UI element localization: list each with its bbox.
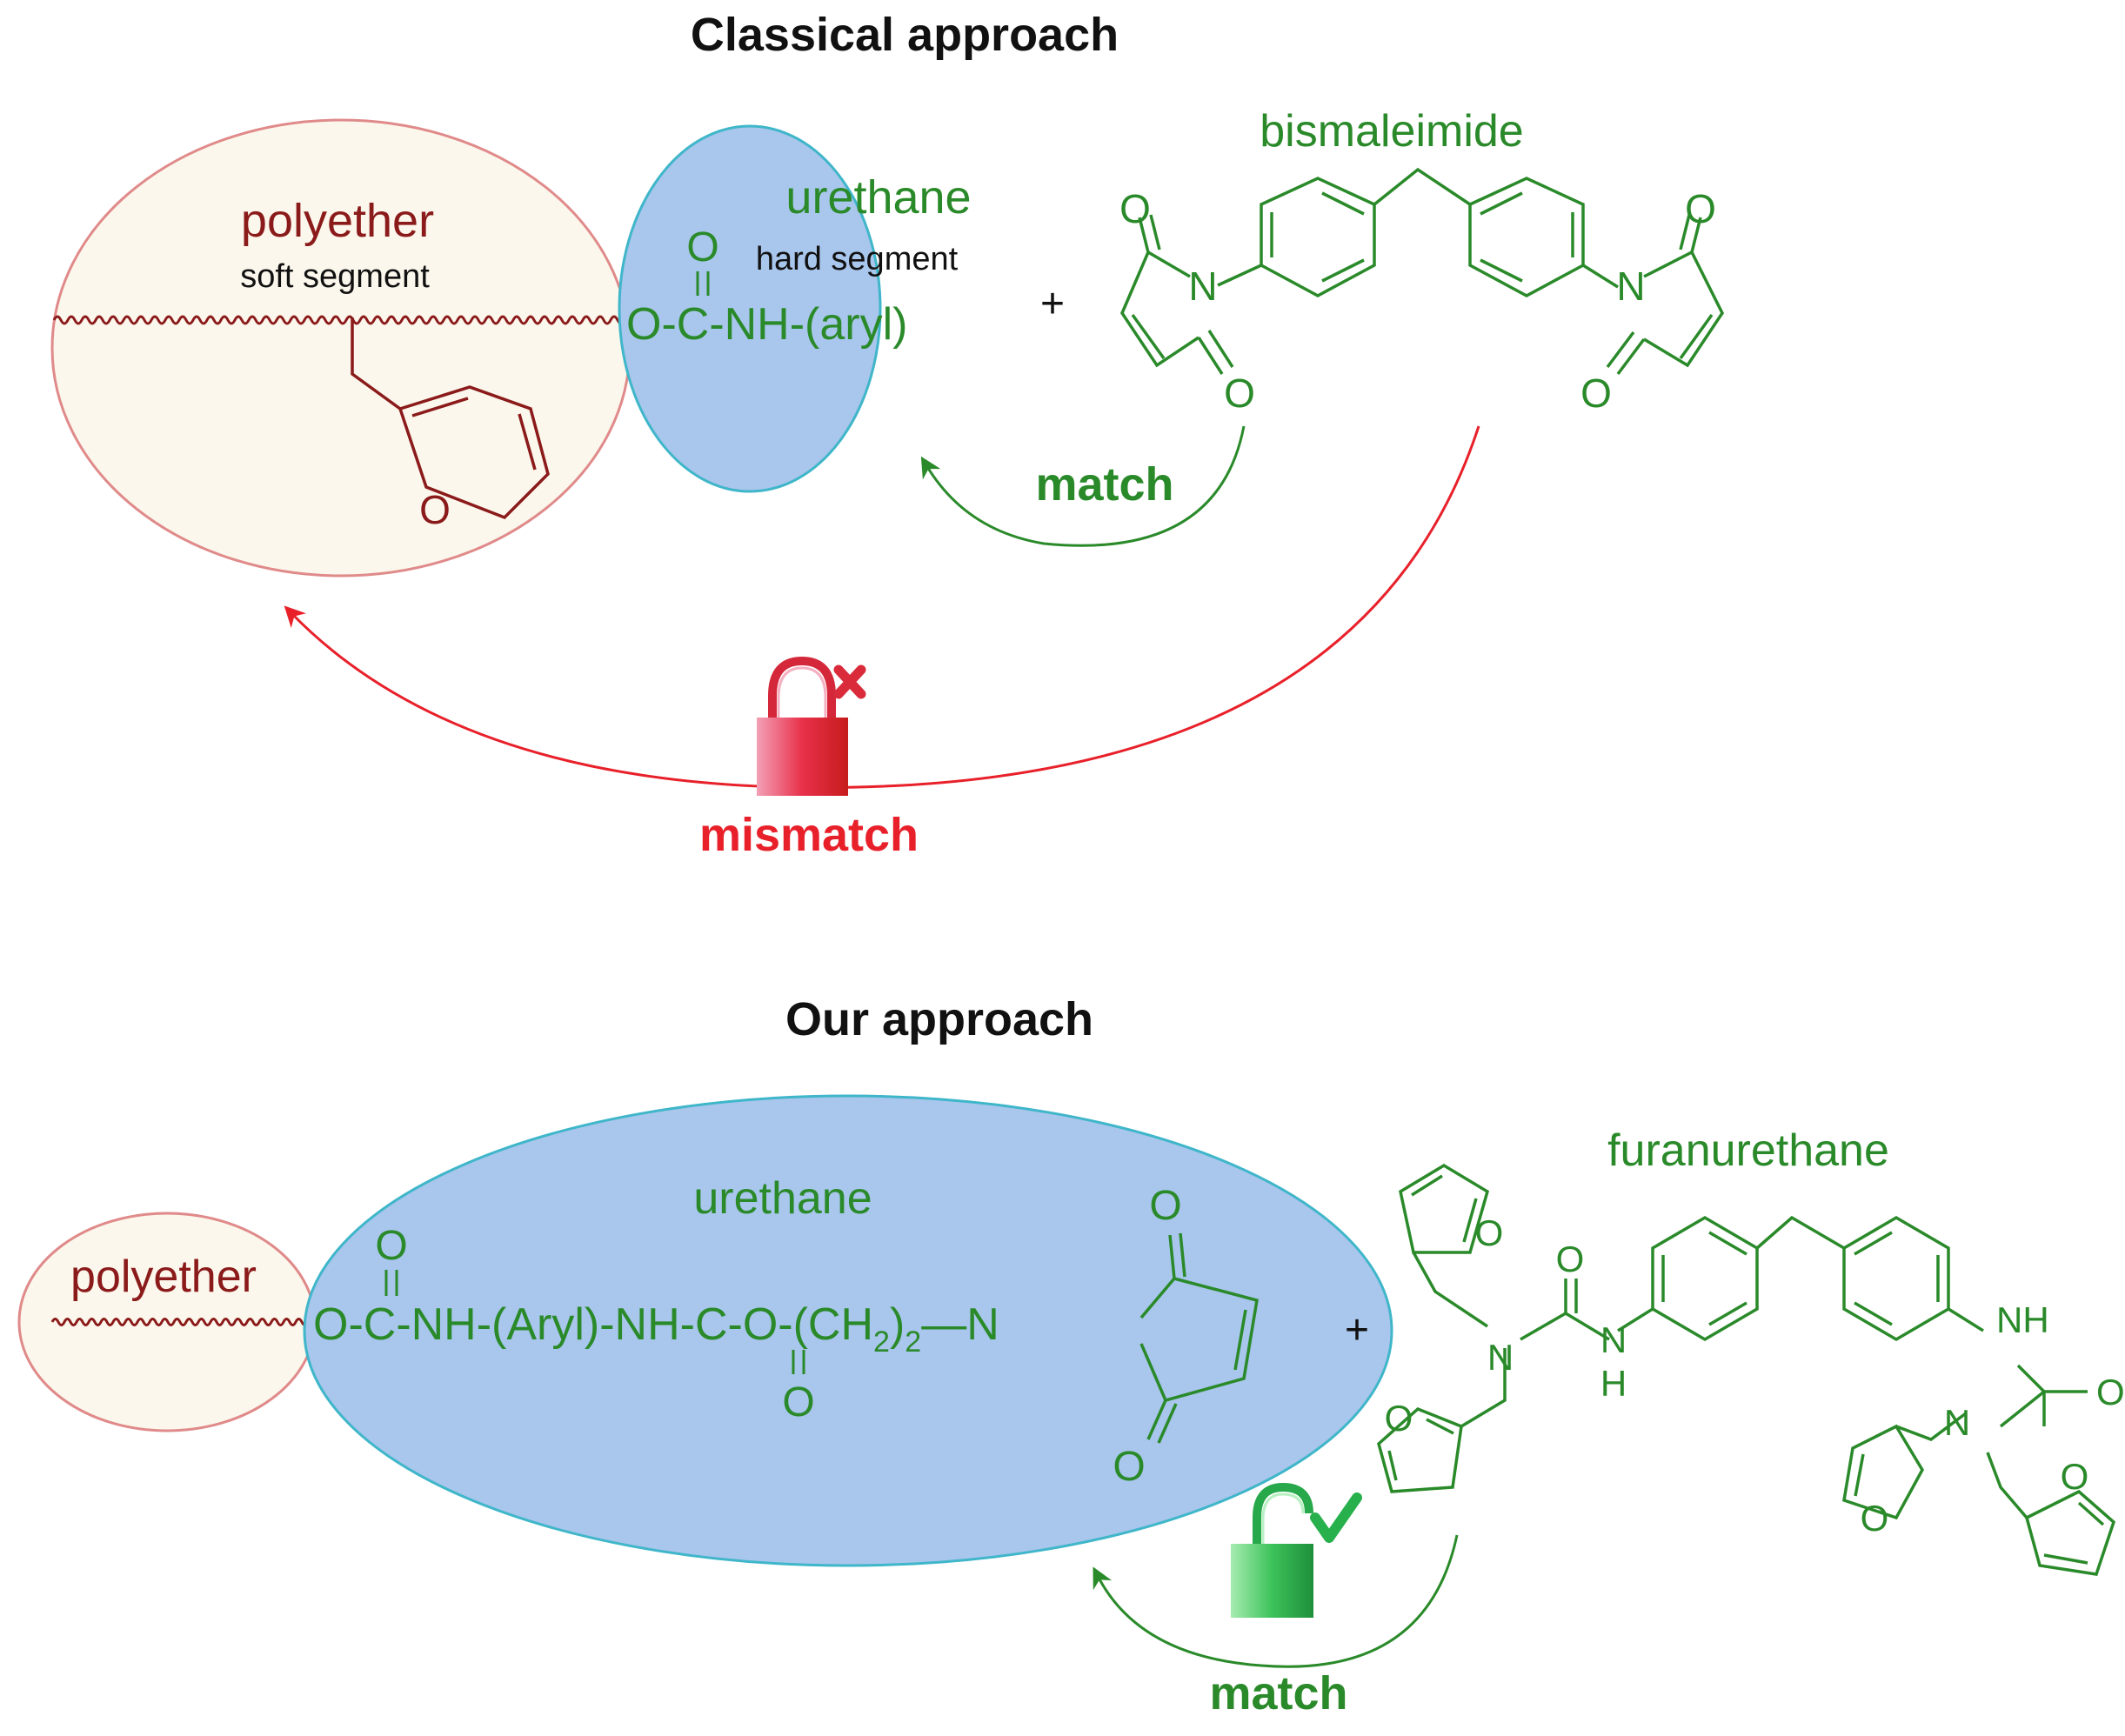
- furanurethane-structure: [1377, 1163, 2116, 1576]
- urethane-formula: O-C-NH-(aryl): [626, 299, 907, 350]
- top-title: Classical approach: [691, 9, 1119, 61]
- bmi-o-bottom-left: O: [1224, 371, 1255, 416]
- maleimide-o-bottom: O: [1113, 1444, 1145, 1490]
- bismaleimide-label: bismaleimide: [1260, 106, 1523, 157]
- fu-furan-o-3: O: [1861, 1498, 1889, 1539]
- mismatch-arrow: [284, 425, 1480, 790]
- bottom-title: Our approach: [785, 993, 1093, 1045]
- maleimide-o-top: O: [1149, 1183, 1181, 1229]
- formula-bond-n: —N: [921, 1299, 999, 1350]
- bmi-o-bottom-right: O: [1580, 371, 1612, 416]
- fu-furan-o-2: O: [1385, 1398, 1413, 1439]
- furan-pendant: [351, 317, 550, 520]
- checkmark-icon: [1310, 1492, 1362, 1543]
- bottom-match-arrow: [1093, 1534, 1459, 1668]
- fu-carbonyl-o-left: O: [1556, 1239, 1585, 1279]
- cross-icon: [833, 664, 866, 699]
- bmi-n-right: N: [1616, 264, 1645, 309]
- formula-main: O-C-NH-(Aryl)-NH-C-O-(CH: [313, 1299, 873, 1350]
- fu-n-left: N: [1487, 1337, 1514, 1378]
- fu-nh-right: NH: [1996, 1299, 2049, 1340]
- formula-tail: ): [890, 1299, 905, 1350]
- fu-carbonyl-o-right: O: [2096, 1372, 2125, 1412]
- fu-furan-o-4: O: [2061, 1456, 2089, 1497]
- bismaleimide-structure: [1120, 167, 1725, 376]
- hard-segment-ellipse: [618, 124, 882, 493]
- bmi-o-top-left: O: [1119, 186, 1151, 231]
- fu-furan-o-1: O: [1475, 1212, 1504, 1253]
- bottom-match-label: match: [1209, 1667, 1347, 1719]
- bottom-carbonyl-o-bottom: O: [782, 1379, 814, 1426]
- soft-segment-sublabel: soft segment: [240, 258, 430, 295]
- fu-nh-left-n: N: [1600, 1319, 1627, 1360]
- bottom-hard-ellipse: [303, 1094, 1393, 1567]
- bottom-carbonyl-o-top: O: [375, 1223, 407, 1269]
- fu-nh-left-h: H: [1600, 1363, 1627, 1404]
- furan-oxygen: O: [419, 487, 451, 532]
- carbonyl-oxygen: O: [686, 224, 718, 270]
- bottom-urethane-formula: O-C-NH-(Aryl)-NH-C-O-(CH2)2—N: [313, 1299, 999, 1359]
- top-match-label: match: [1035, 458, 1173, 511]
- mismatch-label: mismatch: [699, 809, 919, 861]
- fu-n-right: N: [1944, 1402, 1970, 1443]
- hard-segment-label: urethane: [785, 171, 971, 224]
- bottom-plus-sign: +: [1345, 1307, 1369, 1353]
- bmi-n-left: N: [1188, 264, 1217, 309]
- polymer-chain-wavy: [52, 315, 626, 325]
- soft-segment-label: polyether: [241, 195, 434, 247]
- formula-subscript: 2: [873, 1325, 890, 1359]
- bottom-hard-label: urethane: [693, 1173, 872, 1224]
- hard-segment-sublabel: hard segment: [756, 241, 959, 277]
- bottom-polymer-chain-wavy: [50, 1318, 322, 1326]
- unlocked-padlock-icon: [1231, 1482, 1313, 1618]
- bottom-soft-label: polyether: [70, 1252, 257, 1302]
- furanurethane-label: furanurethane: [1607, 1125, 1889, 1176]
- formula-subscript-2: 2: [905, 1325, 921, 1359]
- soft-segment-ellipse: [50, 118, 631, 578]
- bmi-o-top-right: O: [1685, 186, 1716, 231]
- maleimide-ring: [1139, 1232, 1259, 1444]
- locked-padlock-icon: [757, 656, 848, 796]
- top-match-arrow: [920, 425, 1246, 547]
- top-plus-sign: +: [1040, 281, 1065, 327]
